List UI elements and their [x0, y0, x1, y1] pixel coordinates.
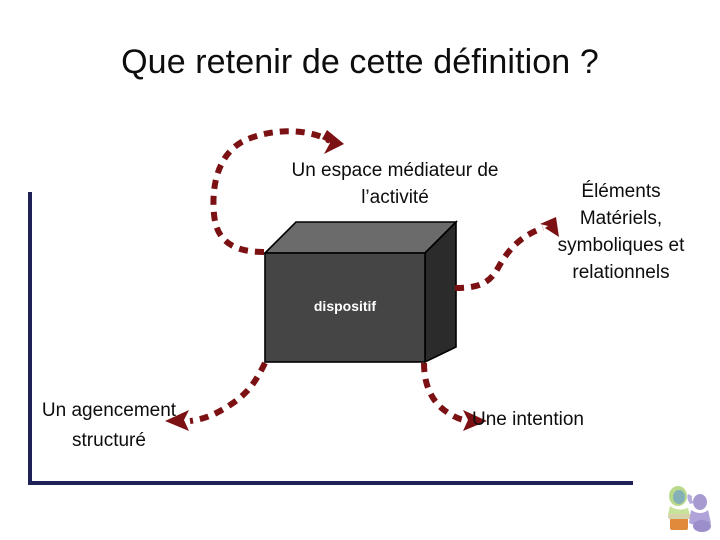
callout-right-line-2: Matériels, [579, 208, 663, 229]
callout-top-line-2: l’activité [361, 187, 429, 208]
frame-horizontal-line [28, 481, 633, 485]
arrowhead-top [322, 130, 344, 154]
page-title: Que retenir de cette définition ? [121, 43, 599, 81]
cube-top-face [263, 221, 458, 254]
callout-bottom-right: Une intention [472, 406, 636, 433]
callout-bottom-left: Un agencement structuré [14, 396, 204, 456]
callout-right-line-3: symboliques et [557, 235, 685, 256]
cube-side-face [424, 220, 457, 364]
callout-bottom-left-line-1: Un agencement [41, 400, 177, 421]
arrow-path-bottom-right [421, 362, 465, 423]
callout-top: Un espace médiateur de l’activité [248, 157, 542, 211]
callout-top-line-1: Un espace médiateur de [291, 160, 499, 181]
callout-right-line-4: relationnels [572, 262, 670, 283]
callout-bottom-left-line-2: structuré [72, 430, 146, 451]
people-at-table-clipart [660, 480, 716, 536]
callout-bottom-right-line-1: Une intention [472, 409, 584, 430]
cube-label: dispositif [313, 298, 377, 314]
frame-vertical-line [28, 192, 32, 485]
callout-right: Éléments Matériels, symboliques et relat… [528, 178, 714, 286]
callout-right-line-1: Éléments [581, 181, 661, 202]
